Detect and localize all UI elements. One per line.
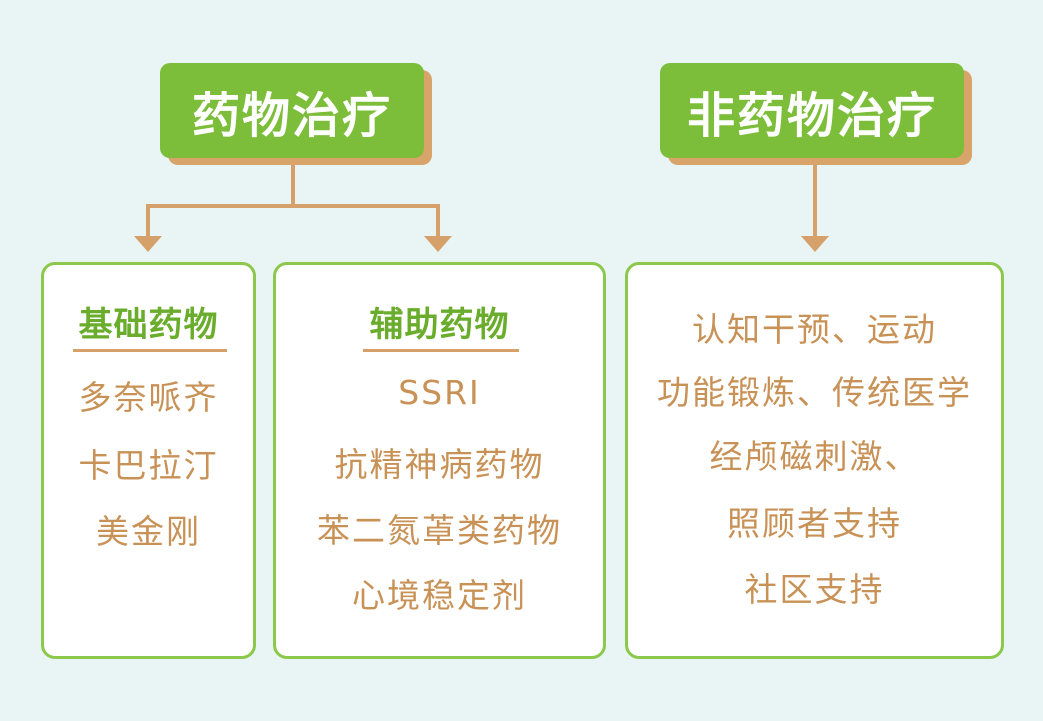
basic-drugs-box: 基础药物 多奈哌齐 卡巴拉汀 美金刚 [41,262,256,659]
non-drug-therapy-title: 非药物治疗 [686,87,937,144]
list-item: 卡巴拉汀 [78,446,219,485]
list-item: 照顾者支持 [727,504,902,543]
list-item: 美金刚 [96,512,201,551]
auxiliary-drugs-title: 辅助药物 [369,305,510,345]
arrow-down-icon [424,236,452,252]
auxiliary-drugs-box: 辅助药物 SSRI 抗精神病药物 苯二氮䓬类药物 心境稳定剂 [273,262,606,659]
basic-drugs-title: 基础药物 [78,305,219,345]
basic-drugs-underline [73,349,227,352]
list-item: 经颅磁刺激、 [709,437,920,476]
list-item: 苯二氮䓬类药物 [317,511,562,550]
list-item: 心境稳定剂 [352,576,527,615]
list-item: SSRI [398,373,481,412]
arrow-down-icon [134,236,162,252]
list-item: 社区支持 [744,570,885,609]
non-drug-therapy-header: 非药物治疗 [660,63,964,158]
list-item: 功能锻炼、传统医学 [657,373,972,412]
list-item: 抗精神病药物 [334,445,545,484]
non-drug-therapy-box: 认知干预、运动 功能锻炼、传统医学 经颅磁刺激、 照顾者支持 社区支持 [625,262,1004,659]
drug-therapy-header: 药物治疗 [160,63,424,158]
auxiliary-drugs-underline [363,349,519,352]
arrow-down-icon [801,236,829,252]
list-item: 认知干预、运动 [692,310,937,349]
drug-therapy-title: 药物治疗 [191,87,392,144]
list-item: 多奈哌齐 [78,378,219,417]
